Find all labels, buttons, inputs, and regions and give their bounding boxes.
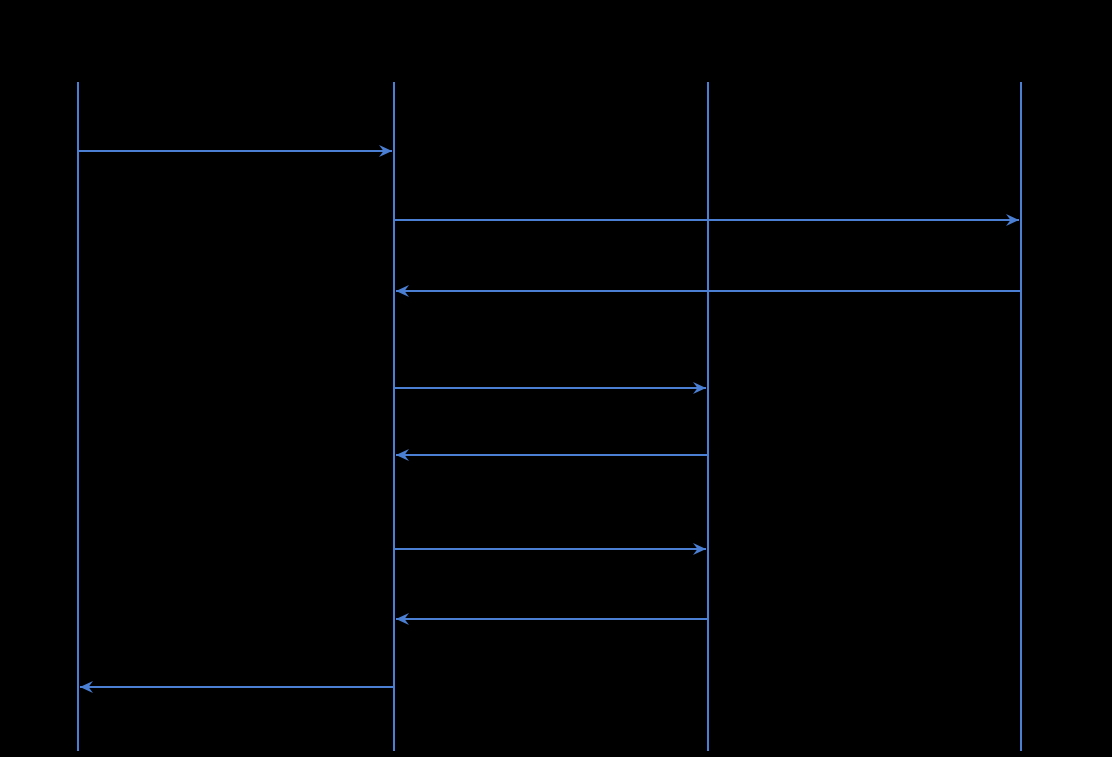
lifelines-group [77, 82, 1022, 751]
messages-group [78, 145, 1021, 693]
